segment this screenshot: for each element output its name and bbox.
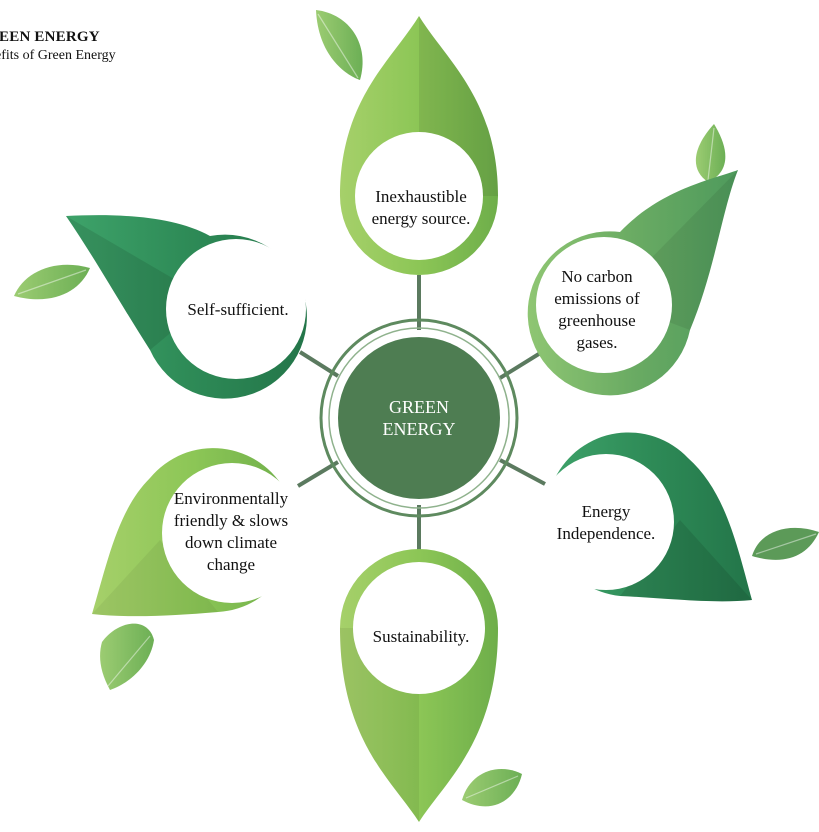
petal-label-line: GREEN bbox=[389, 397, 449, 417]
leaf-icon bbox=[14, 264, 90, 300]
leaf-vein bbox=[707, 127, 715, 181]
petal-label: Inexhaustible energy source. bbox=[372, 187, 471, 228]
petal-label-line: Inexhaustible bbox=[375, 187, 467, 206]
petal-label-line: Independence. bbox=[557, 524, 656, 543]
petal-label-line: Environmentally bbox=[174, 489, 289, 508]
petal-self-sufficient: Self-sufficient. bbox=[66, 215, 307, 399]
connector-line bbox=[296, 460, 340, 488]
petal-label: Environmentally friendly & slows down clim… bbox=[174, 489, 289, 574]
petal-label-line: gases. bbox=[576, 333, 617, 352]
petal-label-line: ENERGY bbox=[383, 419, 456, 439]
leaf-vein bbox=[465, 775, 519, 799]
petal-label-line: No carbon bbox=[561, 267, 633, 286]
petal-label-line: energy source. bbox=[372, 209, 471, 228]
petal-environmentally-friendly: Environmentally friendly & slows down clim… bbox=[92, 448, 302, 617]
petal-inexhaustible: Inexhaustible energy source. bbox=[340, 16, 498, 275]
petal-label-line: down climate bbox=[185, 533, 277, 552]
leaf-icon bbox=[695, 124, 726, 182]
petal-sustainability: Sustainability. bbox=[340, 549, 498, 822]
petal-label: No carbon emissions of greenhouse gases. bbox=[554, 267, 640, 352]
petal-label-line: emissions of bbox=[554, 289, 640, 308]
petal-label-line: change bbox=[207, 555, 255, 574]
petal-no-carbon: No carbon emissions of greenhouse gases. bbox=[527, 170, 738, 396]
petal-label-line: friendly & slows bbox=[174, 511, 288, 530]
diagram-title: REEN ENERGY bbox=[0, 29, 100, 45]
petal-label: Sustainability. bbox=[373, 627, 470, 646]
petal-label-line: Energy bbox=[582, 502, 631, 521]
leaf-icon bbox=[316, 10, 363, 80]
leaf-icon bbox=[100, 623, 154, 690]
petal-label: Self-sufficient. bbox=[187, 300, 288, 319]
leaf-icon bbox=[462, 769, 522, 807]
leaf-vein bbox=[755, 533, 817, 555]
leaf-vein bbox=[107, 635, 151, 687]
leaf-vein bbox=[317, 13, 359, 79]
leaf-icon bbox=[752, 527, 819, 560]
diagram-subtitle: nefits of Green Energy bbox=[0, 48, 116, 63]
petal-label-line: Self-sufficient. bbox=[187, 300, 288, 319]
petal-label-line: Sustainability. bbox=[373, 627, 470, 646]
petal-label-line: greenhouse bbox=[558, 311, 635, 330]
connector-line bbox=[499, 458, 546, 486]
leaf-vein bbox=[17, 269, 87, 295]
